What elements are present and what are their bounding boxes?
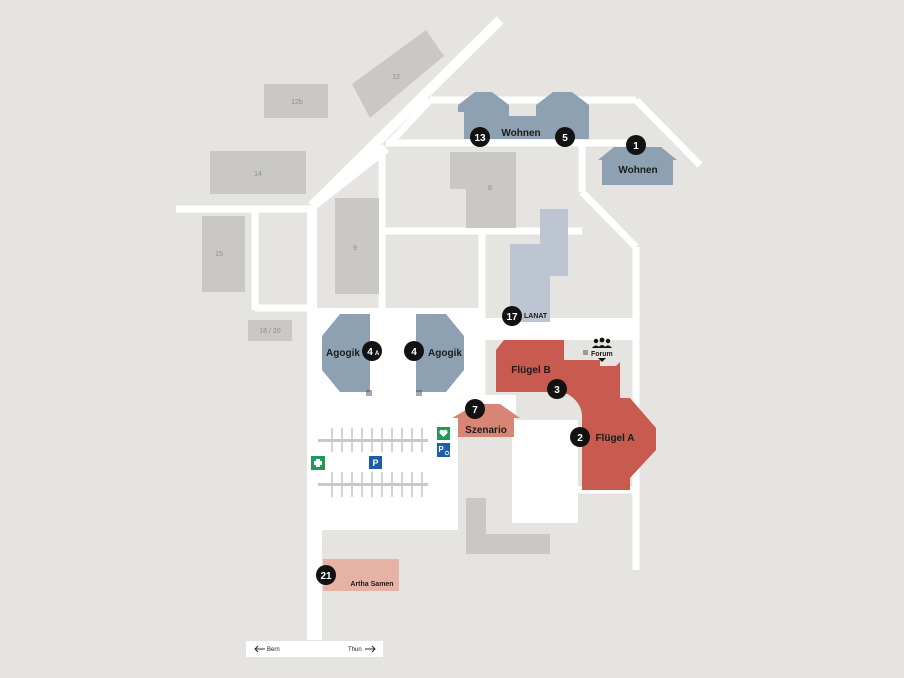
parking-disabled-icon-label: P bbox=[438, 445, 444, 454]
parking-disabled-icon[interactable]: P bbox=[437, 443, 450, 457]
marker-21[interactable]: 21 bbox=[316, 565, 336, 585]
marker-1-label: 1 bbox=[633, 141, 639, 152]
direction-right-label: Thun bbox=[348, 647, 362, 653]
road-east-diag bbox=[579, 189, 639, 250]
road-top-right-diag bbox=[633, 97, 703, 168]
building-south bbox=[466, 498, 550, 554]
building-agogik-left[interactable] bbox=[322, 314, 370, 392]
szenario-label: Szenario bbox=[465, 425, 507, 436]
wohnen-right-label: Wohnen bbox=[618, 165, 657, 176]
forum-icon bbox=[592, 337, 612, 362]
marker-17[interactable]: 17 bbox=[502, 306, 522, 326]
paved-courtyard bbox=[512, 420, 578, 523]
fluegel-a-label: Flügel A bbox=[595, 433, 634, 444]
building-8-label: 8 bbox=[488, 185, 492, 192]
marker-5-label: 5 bbox=[562, 133, 568, 144]
marker-1[interactable]: 1 bbox=[626, 135, 646, 155]
wohnen-top-label: Wohnen bbox=[501, 128, 540, 139]
building-9-label: 9 bbox=[353, 245, 357, 252]
road-diagonal-west bbox=[308, 144, 390, 210]
marker-13-label: 13 bbox=[474, 133, 486, 144]
building-fluegel-b-a[interactable] bbox=[496, 340, 656, 490]
direction-bar-background bbox=[246, 641, 383, 657]
marker-4a[interactable]: 4 A bbox=[362, 341, 382, 361]
marker-21-label: 21 bbox=[320, 571, 332, 582]
paved-parking-area bbox=[312, 400, 458, 530]
road-top-left-drop bbox=[387, 97, 433, 146]
arrow-left-icon bbox=[254, 645, 265, 653]
building-9 bbox=[335, 198, 379, 294]
building-15-label: 15 bbox=[215, 251, 223, 258]
gray-buildings bbox=[202, 30, 550, 554]
marker-5[interactable]: 5 bbox=[555, 127, 575, 147]
fluegel-b-label: Flügel B bbox=[511, 365, 550, 376]
agogik-right-label: Agogik bbox=[428, 348, 462, 359]
marker-7-label: 7 bbox=[472, 405, 478, 416]
parking-stalls bbox=[318, 428, 428, 497]
forum-square bbox=[583, 350, 588, 355]
forum-label: Forum bbox=[591, 351, 613, 358]
building-15 bbox=[202, 216, 245, 292]
road-network bbox=[176, 16, 703, 640]
parking-icon-label: P bbox=[372, 458, 378, 468]
paved-lanat-area bbox=[482, 318, 636, 340]
agogik-left-label: Agogik bbox=[326, 348, 360, 359]
paved-bottom-strip bbox=[312, 528, 322, 640]
marker-3-label: 3 bbox=[554, 385, 560, 396]
building-18-20-label: 18 / 20 bbox=[259, 328, 281, 335]
direction-bar: Bern Thun bbox=[246, 641, 383, 657]
gray-building-labels: 12 12b 14 15 8 9 18 / 20 bbox=[215, 74, 492, 335]
arrow-right-icon bbox=[365, 645, 376, 653]
building-12b bbox=[264, 84, 328, 118]
building-14-label: 14 bbox=[254, 171, 262, 178]
defibrillator-icon[interactable] bbox=[437, 427, 450, 440]
building-wohnen-right[interactable] bbox=[598, 147, 677, 185]
marker-2-label: 2 bbox=[577, 433, 583, 444]
marker-4a-suffix: A bbox=[375, 351, 380, 357]
marker-7[interactable]: 7 bbox=[465, 399, 485, 419]
building-lanat bbox=[510, 209, 568, 322]
marker-3[interactable]: 3 bbox=[547, 379, 567, 399]
building-wohnen-top[interactable] bbox=[458, 92, 589, 139]
building-8 bbox=[450, 152, 516, 228]
road-diagonal-north bbox=[308, 16, 504, 210]
lanat-label: LANAT bbox=[524, 313, 548, 320]
building-agogik-right[interactable] bbox=[416, 314, 464, 392]
entrance-marks bbox=[366, 390, 422, 396]
marker-4-label: 4 bbox=[411, 347, 417, 358]
building-12b-label: 12b bbox=[291, 99, 303, 106]
parking-icon[interactable]: P bbox=[369, 456, 382, 469]
marker-13[interactable]: 13 bbox=[470, 127, 490, 147]
building-12 bbox=[352, 30, 444, 118]
building-14 bbox=[210, 151, 306, 194]
first-aid-icon[interactable] bbox=[311, 456, 325, 470]
marker-2[interactable]: 2 bbox=[570, 427, 590, 447]
marker-17-label: 17 bbox=[506, 312, 518, 323]
artha-samen-label: Artha Samen bbox=[350, 581, 393, 588]
direction-left-label: Bern bbox=[267, 647, 280, 653]
marker-4a-label: 4 bbox=[367, 347, 373, 358]
marker-4[interactable]: 4 bbox=[404, 341, 424, 361]
building-12-label: 12 bbox=[392, 74, 400, 81]
building-18-20 bbox=[248, 320, 292, 341]
